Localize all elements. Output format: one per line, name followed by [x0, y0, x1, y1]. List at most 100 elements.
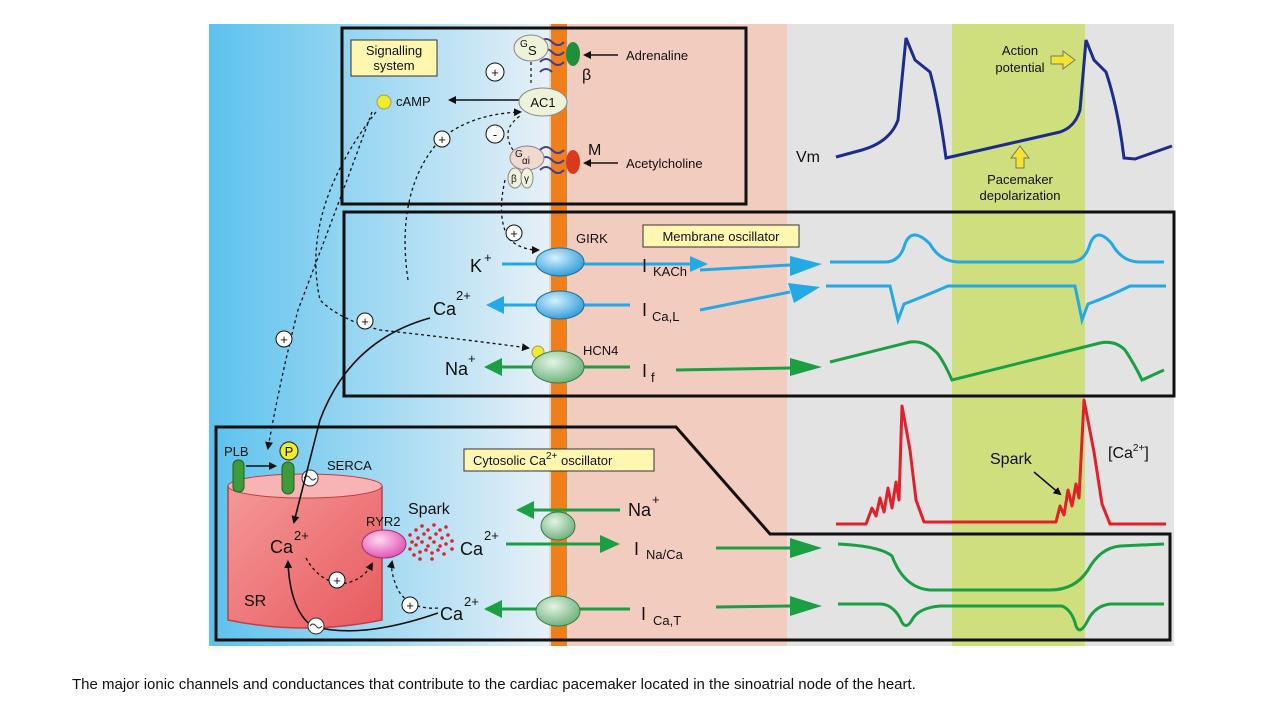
pacemaker-depolarization-label-2: depolarization	[980, 188, 1061, 203]
svg-text:G: G	[515, 149, 523, 160]
svg-text:Na/Ca: Na/Ca	[646, 547, 684, 562]
beta-receptor-icon	[539, 38, 580, 73]
action-potential-label-2: potential	[995, 60, 1044, 75]
serca-label: SERCA	[327, 458, 372, 473]
ncx-na-label: Na	[628, 500, 652, 520]
ryr2-channel-icon	[361, 529, 407, 559]
i-cat-trace	[838, 602, 1164, 632]
plus-plb-icon	[275, 330, 293, 348]
ca-concentration-label: [Ca2+]	[1108, 443, 1149, 462]
i-f-trace	[829, 340, 1165, 382]
svg-text:+: +	[280, 332, 288, 347]
muscarinic-receptor-icon	[539, 146, 580, 174]
ac1-label: AC1	[530, 95, 555, 110]
gai-protein-icon: G αi β γ	[507, 145, 545, 189]
plus-gs-ac1-icon	[485, 62, 505, 82]
svg-text:+: +	[361, 314, 369, 329]
svg-text:P: P	[285, 444, 294, 459]
gs-protein-icon: G S	[513, 34, 549, 62]
signalling-system-label: Signalling	[366, 43, 422, 58]
i-naca-trace	[837, 542, 1165, 592]
svg-text:+: +	[484, 250, 492, 265]
spark-dots-icon	[408, 523, 454, 561]
cell-membrane	[551, 24, 567, 646]
m-label: M	[588, 142, 601, 159]
girk-label: GIRK	[576, 231, 608, 246]
svg-text:+: +	[468, 351, 476, 366]
plus-ryr2-cyto-icon	[401, 596, 419, 614]
i-kach-trace	[830, 233, 1164, 264]
svg-text:Ca,T: Ca,T	[653, 613, 681, 628]
membrane-oscillator-label-box	[642, 224, 800, 248]
ca-t-channel-icon	[535, 595, 581, 627]
sr-ca-ion-label: Ca	[270, 537, 294, 557]
plb-icon	[232, 459, 245, 493]
svg-text:G: G	[520, 39, 528, 50]
spark-right-label: Spark	[990, 451, 1033, 468]
svg-text:2+: 2+	[484, 528, 499, 543]
signalling-system-box	[340, 26, 748, 206]
svg-text:+: +	[438, 132, 446, 147]
spark-label: Spark	[408, 501, 451, 518]
i-naca-label: I	[634, 539, 639, 559]
svg-text:+: +	[652, 492, 660, 507]
i-f-label: I	[642, 361, 647, 381]
cat-ca-label: Ca	[440, 604, 464, 624]
svg-text:Ca,L: Ca,L	[652, 309, 679, 324]
svg-text:β: β	[511, 174, 517, 185]
i-kach-label: I	[642, 256, 647, 276]
svg-text:+: +	[510, 226, 518, 241]
plus-hcn4-icon	[356, 312, 374, 330]
membrane-oscillator-box	[342, 210, 1176, 398]
vm-trace	[835, 37, 1173, 161]
svg-text:S: S	[528, 43, 537, 58]
na-ion-label: Na	[445, 359, 469, 379]
hcn4-channel-icon	[531, 350, 585, 384]
plb-label: PLB	[224, 444, 249, 459]
action-potential-label: Action	[1002, 43, 1038, 58]
svg-text:γ: γ	[524, 174, 529, 185]
pacemaker-arrow-icon	[1010, 145, 1030, 169]
plus-ryr2-sr-icon	[328, 571, 346, 589]
camp-icon	[376, 94, 392, 110]
vm-label: Vm	[796, 149, 820, 166]
svg-text:2+: 2+	[294, 528, 309, 543]
svg-text:-: -	[493, 127, 497, 142]
svg-text:2+: 2+	[456, 288, 471, 303]
svg-text:KACh: KACh	[653, 264, 687, 279]
ncx-exchanger-icon	[540, 511, 576, 541]
ca-transient-trace	[836, 398, 1166, 526]
phosphate-icon	[279, 441, 299, 461]
plus-camp-ac1-icon	[433, 130, 451, 148]
cytosolic-oscillator-box	[214, 425, 1172, 642]
serca-pump-icon	[281, 461, 295, 495]
signalling-system-label-box	[350, 39, 438, 77]
k-ion-label: K	[470, 256, 482, 276]
plus-girk-icon	[505, 224, 523, 242]
ryr2-label: RYR2	[366, 514, 400, 529]
figure-caption: The major ionic channels and conductance…	[72, 676, 916, 693]
svg-text:+: +	[333, 573, 341, 588]
i-cal-label: I	[642, 300, 647, 320]
ca-l-channel-icon	[535, 290, 585, 320]
svg-text:+: +	[491, 65, 499, 80]
svg-text:αi: αi	[522, 156, 530, 167]
acetylcholine-label: Acetylcholine	[626, 156, 703, 171]
ca-ion-label: Ca	[433, 299, 457, 319]
sr-label: SR	[244, 593, 266, 610]
svg-text:2+: 2+	[464, 594, 479, 609]
svg-text:f: f	[651, 370, 655, 385]
cyto-ca-label: Ca	[460, 539, 484, 559]
pacemaker-depolarization-label: Pacemaker	[987, 172, 1053, 187]
signalling-system-label-2: system	[373, 58, 414, 73]
i-cal-trace	[826, 284, 1166, 326]
adrenaline-label: Adrenaline	[626, 48, 688, 63]
beta-label: β	[582, 67, 591, 84]
minus-gai-ac1-icon	[485, 124, 505, 144]
hcn4-label: HCN4	[583, 343, 618, 358]
girk-channel-icon	[535, 247, 585, 277]
ac1-enzyme-icon	[518, 87, 568, 117]
action-potential-arrow-icon	[1050, 50, 1076, 70]
i-cat-label: I	[641, 604, 646, 624]
